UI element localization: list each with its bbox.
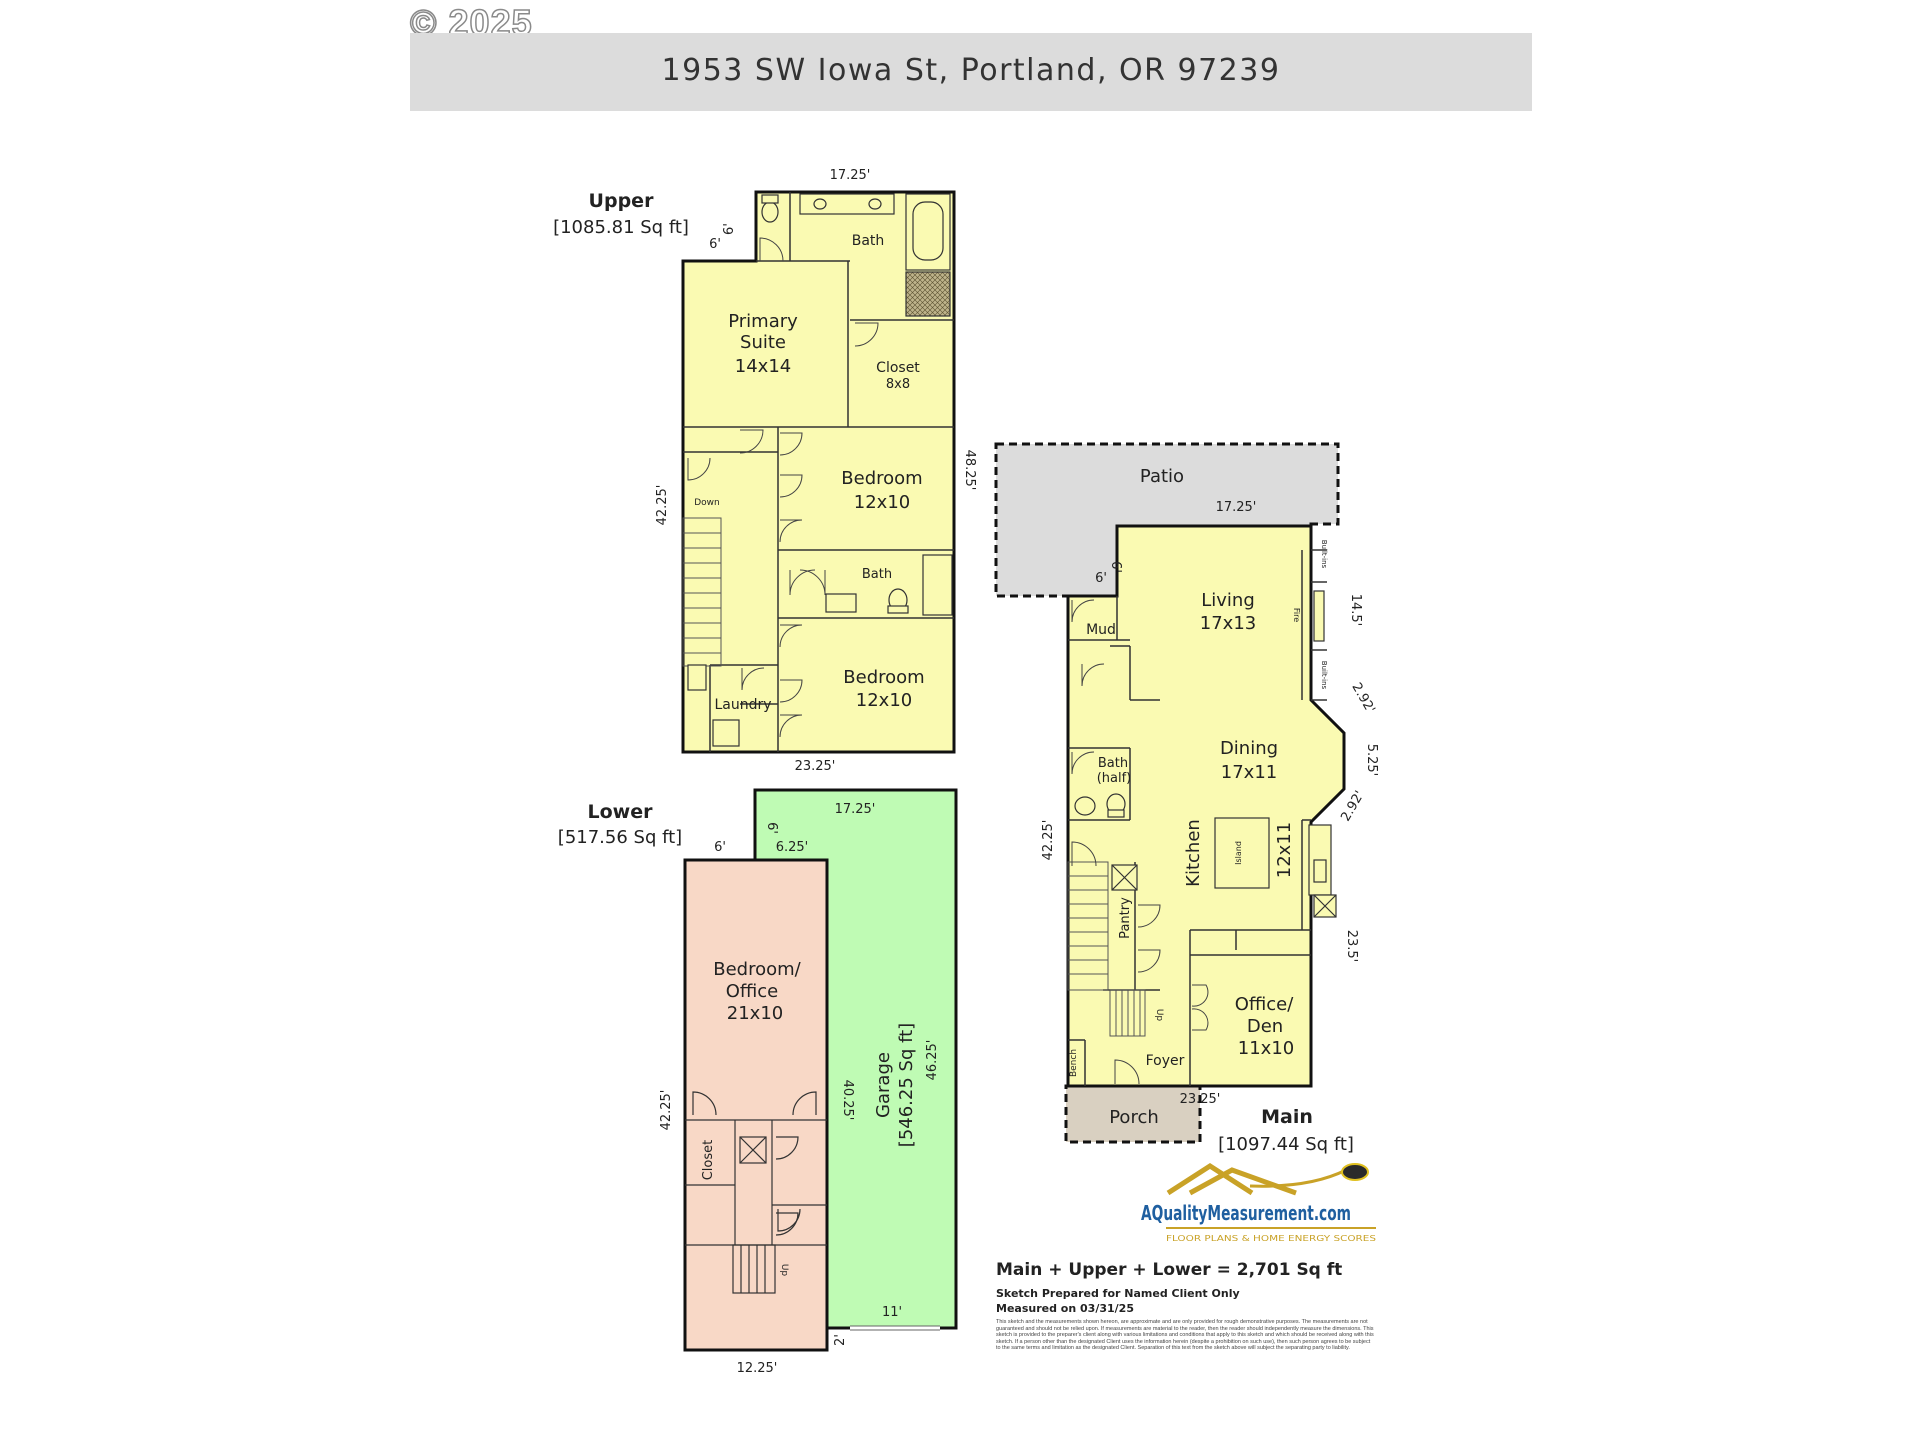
main-floor-name: Main bbox=[1261, 1106, 1313, 1128]
living-label: Living bbox=[1201, 590, 1255, 611]
lower-dim-eleven: 11' bbox=[882, 1305, 902, 1320]
upper-dim-six-a: 6' bbox=[722, 223, 737, 235]
upper-bath2-label: Bath bbox=[862, 567, 892, 582]
lower-labels: Bedroom/ Office 21x10 Closet Garage [546… bbox=[701, 959, 917, 1276]
main-dim-292a: 2.92' bbox=[1348, 680, 1377, 716]
lower-up-label: Up bbox=[779, 1264, 789, 1277]
upper-doors bbox=[687, 237, 879, 738]
main-stairs bbox=[1067, 861, 1146, 1037]
main-dim-292b: 2.92' bbox=[1338, 788, 1367, 824]
down-label: Down bbox=[694, 498, 720, 508]
dining-size: 17x11 bbox=[1221, 762, 1277, 783]
upper-floor-name: Upper bbox=[589, 190, 655, 212]
lower-dim-625: 6.25' bbox=[776, 840, 809, 855]
foyer-label: Foyer bbox=[1146, 1053, 1185, 1069]
logo-name: AQualityMeasurement.com bbox=[1141, 1201, 1351, 1225]
area-summary: Main + Upper + Lower = 2,701 Sq ft Sketc… bbox=[996, 1260, 1342, 1315]
patio-label: Patio bbox=[1140, 466, 1184, 487]
half-bath-label-2: (half) bbox=[1097, 771, 1132, 786]
main-dim-145: 14.5' bbox=[1348, 594, 1363, 627]
logo-tagline: FLOOR PLANS & HOME ENERGY SCORES bbox=[1166, 1234, 1376, 1243]
main-up-label: Up bbox=[1154, 1009, 1164, 1022]
primary-suite-label-1: Primary bbox=[728, 311, 798, 332]
office-den-label-1: Office/ bbox=[1235, 994, 1295, 1015]
lower-dimensions: 17.25' 6' 6' 6.25' 42.25' 40.25' 46.25' … bbox=[659, 802, 940, 1376]
upper-dimensions: 17.25' 6' 6' 42.25' 48.25' 23.25' bbox=[655, 168, 977, 774]
kitchen-size: 12x11 bbox=[1274, 822, 1295, 878]
lower-floor-area: [517.56 Sq ft] bbox=[558, 827, 682, 848]
address-header: 1953 SW Iowa St, Portland, OR 97239 bbox=[410, 33, 1532, 111]
bedroom-office-label-2: Office bbox=[726, 981, 779, 1002]
lower-dim-six-a: 6' bbox=[764, 822, 779, 834]
office-den-label-2: Den bbox=[1247, 1016, 1283, 1037]
builtins-label-bottom: Built-ins bbox=[1320, 661, 1328, 690]
lower-floor-name: Lower bbox=[588, 801, 654, 823]
porch-label: Porch bbox=[1109, 1107, 1159, 1128]
lower-floor: Bedroom/ Office 21x10 Closet Garage [546… bbox=[558, 788, 958, 1376]
closet-label: Closet bbox=[876, 360, 920, 376]
lower-dim-left: 42.25' bbox=[659, 1090, 674, 1131]
main-labels: Patio Mud Living 17x13 Fire Built-ins Bu… bbox=[1069, 466, 1328, 1128]
total-area: Main + Upper + Lower = 2,701 Sq ft bbox=[996, 1260, 1342, 1280]
main-fixtures bbox=[1074, 590, 1337, 918]
main-dim-six-b: 6' bbox=[1095, 571, 1107, 586]
half-bath-label-1: Bath bbox=[1098, 756, 1128, 771]
measured-date: Measured on 03/31/25 bbox=[996, 1302, 1134, 1315]
upper-bath-label: Bath bbox=[852, 233, 885, 249]
upper-dim-top: 17.25' bbox=[830, 168, 871, 183]
main-dim-bottom: 23.25' bbox=[1180, 1092, 1221, 1107]
bedroom2-size: 12x10 bbox=[856, 690, 912, 711]
upper-labels: Bath Primary Suite 14x14 Closet 8x8 Bedr… bbox=[694, 233, 924, 713]
main-floor-area: [1097.44 Sq ft] bbox=[1218, 1134, 1354, 1155]
primary-suite-size: 14x14 bbox=[735, 356, 791, 377]
disclaimer-text: This sketch and the measurements shown h… bbox=[996, 1319, 1374, 1351]
bedroom1-size: 12x10 bbox=[854, 492, 910, 513]
upper-dim-right: 48.25' bbox=[962, 450, 977, 491]
dining-label: Dining bbox=[1220, 738, 1278, 759]
closet-size: 8x8 bbox=[886, 377, 910, 392]
main-dim-left: 42.25' bbox=[1041, 820, 1056, 861]
office-den-size: 11x10 bbox=[1238, 1038, 1294, 1059]
fire-label: Fire bbox=[1292, 608, 1301, 622]
main-doors bbox=[1071, 599, 1209, 1085]
lower-dim-right: 46.25' bbox=[925, 1040, 940, 1081]
upper-fixtures bbox=[687, 193, 953, 747]
lower-closet-label: Closet bbox=[701, 1140, 716, 1181]
lower-dim-inner: 40.25' bbox=[840, 1080, 855, 1121]
bench-label: Bench bbox=[1069, 1049, 1079, 1077]
main-dim-235: 23.5' bbox=[1344, 930, 1359, 963]
main-floor: Patio Mud Living 17x13 Fire Built-ins Bu… bbox=[994, 442, 1379, 1155]
upper-dim-six-b: 6' bbox=[709, 237, 721, 252]
lower-dim-six-b: 6' bbox=[714, 840, 726, 855]
upper-stairs bbox=[682, 517, 722, 667]
bedroom-office-label-1: Bedroom/ bbox=[713, 959, 801, 980]
prepared-note: Sketch Prepared for Named Client Only bbox=[996, 1287, 1240, 1300]
island-label: Island bbox=[1234, 841, 1243, 865]
bedroom-office-size: 21x10 bbox=[727, 1003, 783, 1024]
kitchen-label: Kitchen bbox=[1183, 819, 1204, 887]
garage-area: [546.25 Sq ft] bbox=[896, 1023, 917, 1147]
upper-dim-bottom: 23.25' bbox=[795, 759, 836, 774]
main-dim-six-a: 6' bbox=[1108, 561, 1123, 573]
company-logo: AQualityMeasurement.com FLOOR PLANS & HO… bbox=[1141, 1163, 1376, 1243]
upper-floor: Bath Primary Suite 14x14 Closet 8x8 Bedr… bbox=[553, 168, 977, 774]
main-dim-525: 5.25' bbox=[1364, 744, 1379, 777]
address-title: 1953 SW Iowa St, Portland, OR 97239 bbox=[661, 53, 1281, 88]
bedroom2-label: Bedroom bbox=[843, 667, 924, 688]
laundry-label: Laundry bbox=[714, 697, 771, 713]
lower-dim-two: 2' bbox=[833, 1334, 848, 1346]
upper-floor-area: [1085.81 Sq ft] bbox=[553, 217, 689, 238]
mud-label: Mud bbox=[1086, 622, 1116, 638]
upper-dim-left: 42.25' bbox=[655, 485, 670, 526]
pantry-label: Pantry bbox=[1118, 897, 1133, 939]
lower-dim-bottom: 12.25' bbox=[737, 1361, 778, 1376]
garage-label: Garage bbox=[873, 1052, 894, 1118]
main-dim-patio: 17.25' bbox=[1216, 500, 1257, 515]
primary-suite-label-2: Suite bbox=[740, 332, 786, 353]
living-size: 17x13 bbox=[1200, 613, 1256, 634]
bedroom1-label: Bedroom bbox=[841, 468, 922, 489]
lower-dim-top: 17.25' bbox=[835, 802, 876, 817]
builtins-label-top: Built-ins bbox=[1320, 540, 1328, 569]
